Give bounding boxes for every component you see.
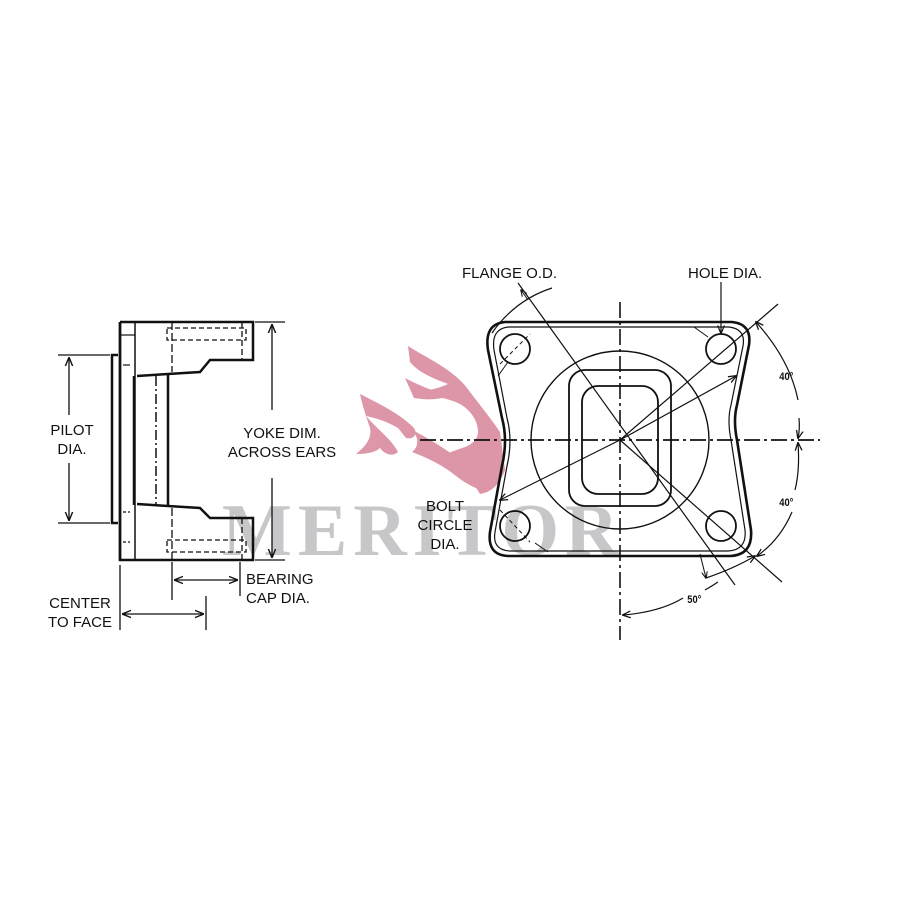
yoke-dim-label-line1: YOKE DIM. (243, 425, 321, 442)
yoke-side-view (58, 320, 285, 630)
pilot-dia-label-line1: PILOT (50, 422, 94, 439)
bearing-cap-label-line1: BEARING (246, 571, 314, 588)
bearing-cap-label-line2: CAP DIA. (246, 590, 310, 607)
flange-front-view (420, 282, 820, 640)
bolt-circle-label-line1: BOLT (425, 498, 465, 515)
hole-dia-label: HOLE DIA. (688, 265, 763, 282)
bolt-circle-dia-label: BOLT CIRCLE DIA. (412, 497, 478, 554)
center-to-face-label-line1: CENTER (49, 595, 111, 612)
flange-od-label: FLANGE O.D. (462, 265, 558, 282)
angle-upper-right: 40° (779, 371, 794, 383)
center-to-face-label: CENTER TO FACE (40, 594, 120, 632)
bearing-cap-dia-label: BEARING CAP DIA. (246, 570, 314, 608)
bolt-circle-label-line2: CIRCLE (417, 517, 473, 534)
yoke-dim-label: YOKE DIM. ACROSS EARS (222, 424, 342, 462)
pilot-dia-label-line2: DIA. (57, 441, 87, 458)
center-to-face-label-line2: TO FACE (48, 614, 112, 631)
angle-bottom: 50° (687, 594, 702, 606)
yoke-dim-label-line2: ACROSS EARS (227, 444, 337, 461)
pilot-dia-label: PILOT DIA. (42, 421, 102, 459)
bolt-circle-label-line3: DIA. (430, 536, 460, 553)
angle-lower-right: 40° (779, 497, 794, 509)
